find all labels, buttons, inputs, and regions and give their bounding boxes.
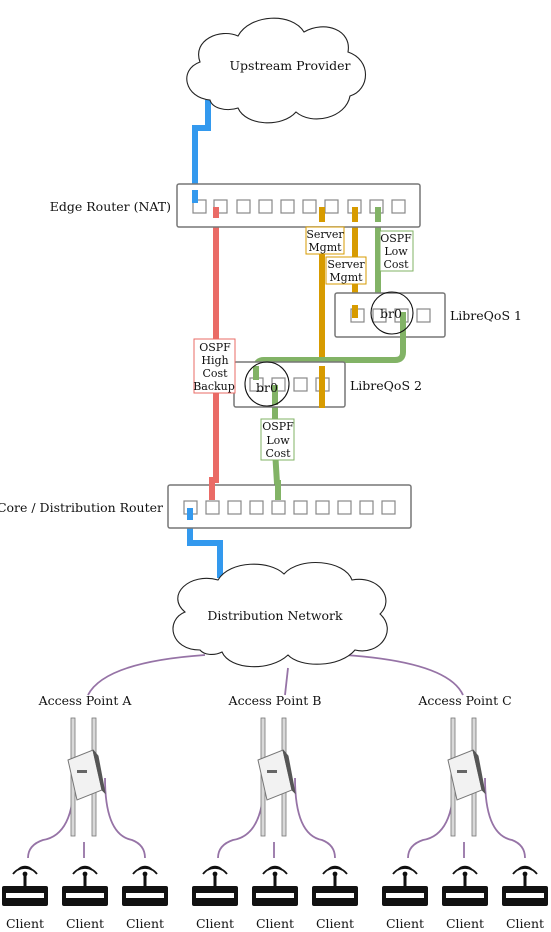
access-point-b-label: Access Point B (228, 693, 322, 708)
client-label: Client (66, 916, 104, 931)
access-point-a-label: Access Point A (38, 693, 133, 708)
client-label: Client (316, 916, 354, 931)
mgmt-label-1-line1: Server (306, 228, 344, 241)
ospf-label-upper-line2: Low (384, 245, 408, 258)
mgmt-label-2-line2: Mgmt (329, 271, 363, 284)
client-label: Client (506, 916, 544, 931)
access-point-c-label: Access Point C (417, 693, 511, 708)
backup-label: OSPF High Cost Backup (193, 338, 236, 394)
access-point-icon (447, 717, 486, 837)
ospf-label-upper: OSPF Low Cost (379, 230, 414, 272)
ospf-label-upper-line3: Cost (383, 258, 409, 271)
bridge1-label: br0 (380, 306, 402, 321)
backup-label-line4: Backup (193, 380, 235, 393)
ospf-label-lower: OSPF Low Cost (260, 418, 295, 461)
mgmt-label-1-line2: Mgmt (308, 241, 342, 254)
access-point-icon (67, 717, 106, 837)
ospf-label-lower-line1: OSPF (262, 420, 294, 433)
bridge2-label: br0 (256, 380, 278, 395)
backup-label-line1: OSPF (199, 341, 231, 354)
client-device-icon: Client (62, 865, 108, 931)
client-label: Client (256, 916, 294, 931)
ospf-label-lower-line3: Cost (265, 447, 291, 460)
client-label: Client (446, 916, 484, 931)
client-device-icon: Client (382, 865, 428, 931)
upstream-cloud: Upstream Provider (186, 17, 366, 124)
upstream-link (192, 100, 211, 203)
client-device-icon: Client (2, 865, 48, 931)
backup-label-line3: Cost (202, 367, 228, 380)
client-device-icon: Client (442, 865, 488, 931)
client-device-icon: Client (502, 865, 548, 931)
upstream-label: Upstream Provider (230, 58, 351, 73)
ospf-label-lower-line2: Low (266, 434, 290, 447)
edge-router (176, 183, 421, 228)
mgmt-label-2: Server Mgmt (325, 256, 367, 285)
client-device-icon: Client (252, 865, 298, 931)
distribution-cloud: Distribution Network (172, 562, 388, 668)
ospf-label-upper-line1: OSPF (380, 232, 412, 245)
core-router (167, 484, 412, 529)
libreqos1-label: LibreQoS 1 (450, 308, 522, 323)
mgmt-label-1: Server Mgmt (305, 226, 345, 255)
libreqos2-label: LibreQoS 2 (350, 378, 422, 393)
client-label: Client (6, 916, 44, 931)
client-label: Client (196, 916, 234, 931)
clients-group: Client Client Client Client Client Client Clie… (2, 865, 548, 931)
distribution-label: Distribution Network (207, 608, 343, 623)
client-label: Client (126, 916, 164, 931)
edge-router-label: Edge Router (NAT) (50, 199, 171, 214)
backup-label-line2: High (201, 354, 228, 367)
access-points-group (67, 717, 486, 837)
access-point-icon (257, 717, 296, 837)
bridge2-circle (244, 361, 290, 407)
client-label: Client (386, 916, 424, 931)
client-device-icon: Client (192, 865, 238, 931)
bridge1-circle (370, 291, 414, 335)
core-router-label: Core / Distribution Router (0, 500, 163, 515)
client-device-icon: Client (122, 865, 168, 931)
mgmt-label-2-line1: Server (327, 258, 365, 271)
client-device-icon: Client (312, 865, 358, 931)
